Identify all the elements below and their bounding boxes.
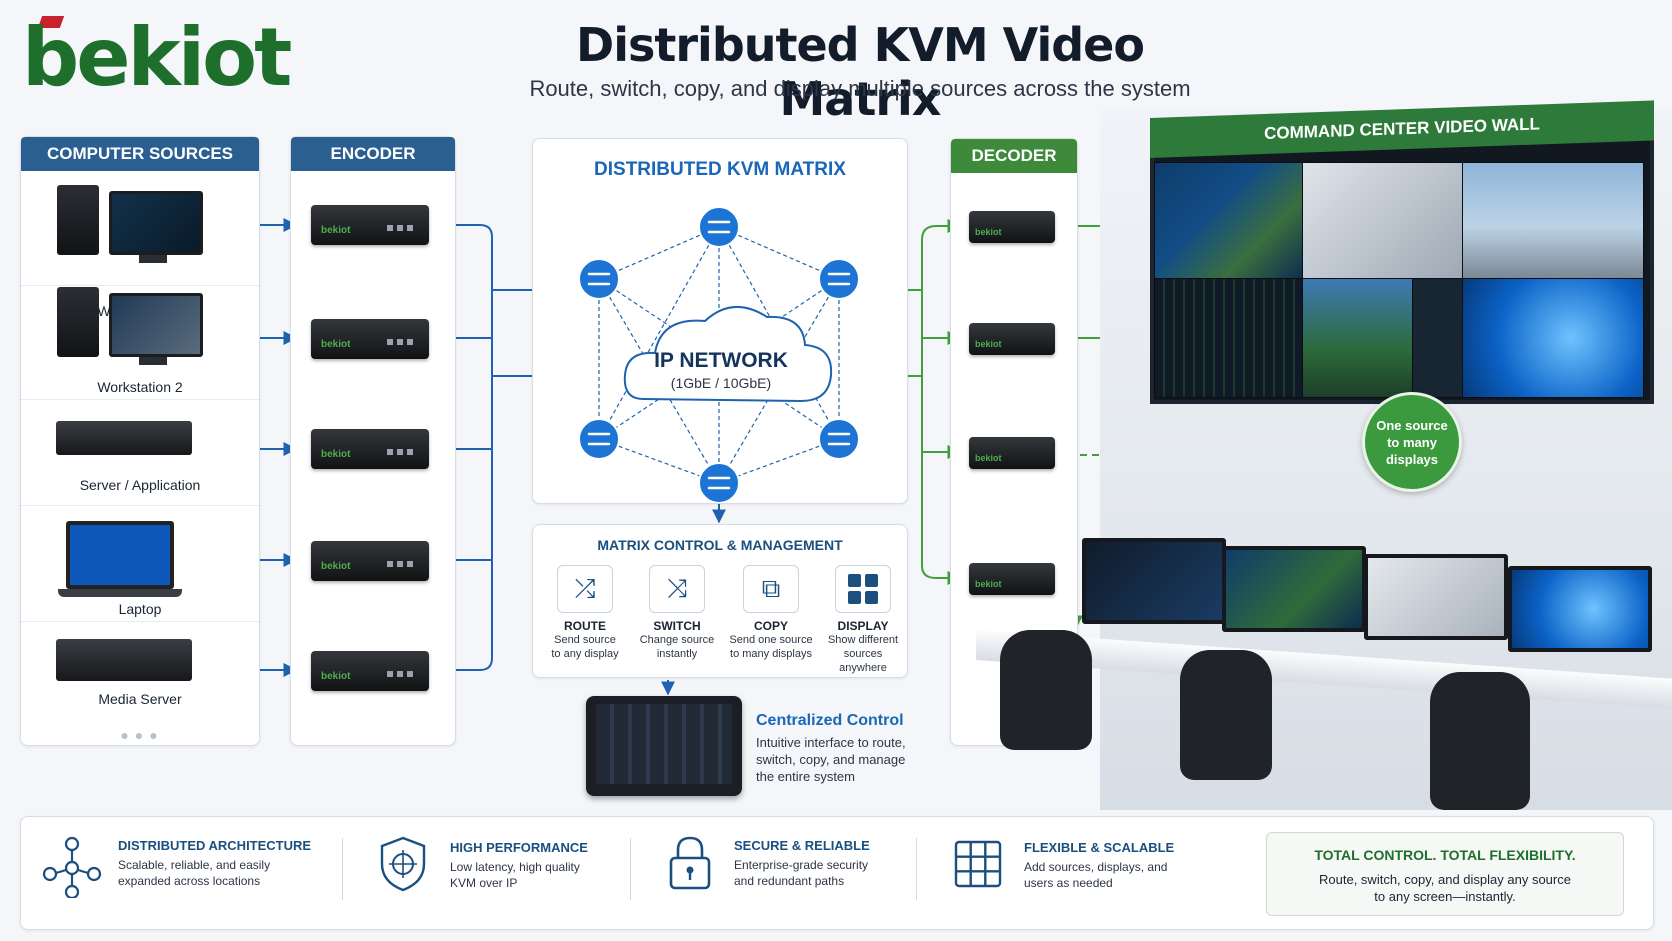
monitor-map-icon bbox=[109, 191, 203, 255]
desk-monitor-1[interactable] bbox=[1082, 538, 1226, 624]
encoder-device-5[interactable]: bekiot bbox=[311, 651, 429, 691]
wall-tile-console bbox=[1412, 278, 1464, 398]
encoder-device-1[interactable]: bekiot bbox=[311, 205, 429, 245]
total-control-line1: Route, switch, copy, and display any sou… bbox=[1319, 872, 1571, 887]
display-icon bbox=[835, 565, 891, 613]
decoder-device-4[interactable]: bekiot bbox=[969, 563, 1055, 595]
desk-monitor-2[interactable] bbox=[1222, 546, 1366, 632]
encoder-device-4[interactable]: bekiot bbox=[311, 541, 429, 581]
wall-tile-world-map bbox=[1154, 162, 1304, 280]
computer-tower-icon bbox=[57, 185, 99, 255]
decoder-device-1[interactable]: bekiot bbox=[969, 211, 1055, 243]
wall-tile-aerial bbox=[1302, 278, 1414, 398]
source-label: Media Server bbox=[98, 691, 182, 707]
monitor-cad-icon bbox=[109, 293, 203, 357]
computer-sources-panel: COMPUTER SOURCES Workstation 1 Workstati… bbox=[20, 136, 260, 746]
touch-panel-tablet[interactable] bbox=[586, 696, 742, 796]
page-title: Distributed KVM Video Matrix bbox=[576, 18, 1145, 126]
source-label: Server / Application bbox=[79, 477, 201, 493]
matrix-title: DISTRIBUTED KVM MATRIX bbox=[594, 159, 846, 180]
more-sources-dots: ●●● bbox=[120, 727, 164, 743]
total-control-line2: to any screen—instantly. bbox=[1374, 889, 1516, 904]
wall-tile-dashboard bbox=[1154, 278, 1304, 398]
encoder-device-2[interactable]: bekiot bbox=[311, 319, 429, 359]
matrix-network-diagram bbox=[578, 206, 860, 503]
total-control-box: TOTAL CONTROL. TOTAL FLEXIBILITY. Route,… bbox=[1266, 832, 1624, 916]
route-control[interactable]: ⤮ ROUTE Send source to any display bbox=[541, 565, 629, 661]
decoder-device-3[interactable]: bekiot bbox=[969, 437, 1055, 469]
wall-tile-airport bbox=[1462, 162, 1644, 280]
network-switch-nodes bbox=[578, 206, 860, 503]
centralized-control-title: Centralized Control bbox=[756, 712, 904, 729]
decoder-device-2[interactable]: bekiot bbox=[969, 323, 1055, 355]
server-rack-icon bbox=[56, 421, 192, 455]
switch-icon: ⤨ bbox=[649, 565, 705, 613]
operator-chair bbox=[1180, 650, 1272, 780]
source-server[interactable]: Server / Application bbox=[21, 401, 259, 506]
source-label: Workstation 2 bbox=[97, 379, 183, 395]
grid-icon bbox=[954, 840, 1002, 893]
feature-performance: HIGH PERFORMANCE Low latency, high quali… bbox=[450, 840, 588, 890]
computer-tower-icon bbox=[57, 287, 99, 357]
computer-sources-header: COMPUTER SOURCES bbox=[21, 137, 259, 171]
feature-secure: SECURE & RELIABLE Enterprise-grade secur… bbox=[734, 838, 870, 888]
laptop-icon bbox=[66, 521, 174, 589]
encoder-panel: ENCODER bekiot bekiot bekiot bekiot beki… bbox=[290, 136, 456, 746]
kvm-matrix-panel: DISTRIBUTED KVM MATRIX bbox=[532, 138, 908, 504]
source-laptop[interactable]: Laptop bbox=[21, 507, 259, 622]
copy-control[interactable]: ⧉ COPY Send one source to many displays bbox=[727, 565, 815, 661]
display-control[interactable]: DISPLAY Show different sources anywhere bbox=[819, 565, 907, 675]
ip-network-title: IP NETWORK bbox=[654, 349, 788, 372]
brand-logo: bekiot bbox=[22, 11, 292, 104]
wall-tile-cad bbox=[1302, 162, 1464, 280]
source-workstation-2[interactable]: Workstation 2 bbox=[21, 287, 259, 400]
feature-flexible: FLEXIBLE & SCALABLE Add sources, display… bbox=[1024, 840, 1175, 890]
switch-control[interactable]: ⤨ SWITCH Change source instantly bbox=[633, 565, 721, 661]
wall-tile-windows bbox=[1462, 278, 1644, 398]
centralized-control-desc: Intuitive interface to route, switch, co… bbox=[756, 735, 906, 784]
tablet-screen bbox=[596, 704, 732, 784]
shield-icon bbox=[378, 836, 428, 897]
encoder-header: ENCODER bbox=[291, 137, 455, 171]
feature-distributed: DISTRIBUTED ARCHITECTURE Scalable, relia… bbox=[118, 838, 312, 888]
lock-icon bbox=[666, 834, 714, 897]
operator-chair bbox=[1430, 672, 1530, 810]
encoder-device-3[interactable]: bekiot bbox=[311, 429, 429, 469]
desk-monitor-4[interactable] bbox=[1508, 566, 1652, 652]
source-media-server[interactable]: Media Server bbox=[21, 623, 259, 719]
network-tree-icon bbox=[42, 836, 102, 903]
total-control-title: TOTAL CONTROL. TOTAL FLEXIBILITY. bbox=[1314, 847, 1576, 863]
media-server-icon bbox=[56, 639, 192, 681]
page-subtitle: Route, switch, copy, and display multipl… bbox=[529, 76, 1191, 101]
source-label: Laptop bbox=[118, 601, 162, 617]
control-management-panel: MATRIX CONTROL & MANAGEMENT ⤮ ROUTE Send… bbox=[532, 524, 908, 678]
copy-icon: ⧉ bbox=[743, 565, 799, 613]
one-to-many-badge: One source to many displays bbox=[1362, 392, 1462, 492]
control-title: MATRIX CONTROL & MANAGEMENT bbox=[597, 537, 843, 553]
source-workstation-1[interactable]: Workstation 1 bbox=[21, 173, 259, 319]
desk-monitor-3[interactable] bbox=[1364, 554, 1508, 640]
ip-network-speed: (1GbE / 10GbE) bbox=[670, 375, 772, 391]
operator-chair bbox=[1000, 630, 1092, 750]
route-icon: ⤮ bbox=[557, 565, 613, 613]
video-wall bbox=[1150, 118, 1654, 404]
decoder-header: DECODER bbox=[951, 139, 1077, 173]
